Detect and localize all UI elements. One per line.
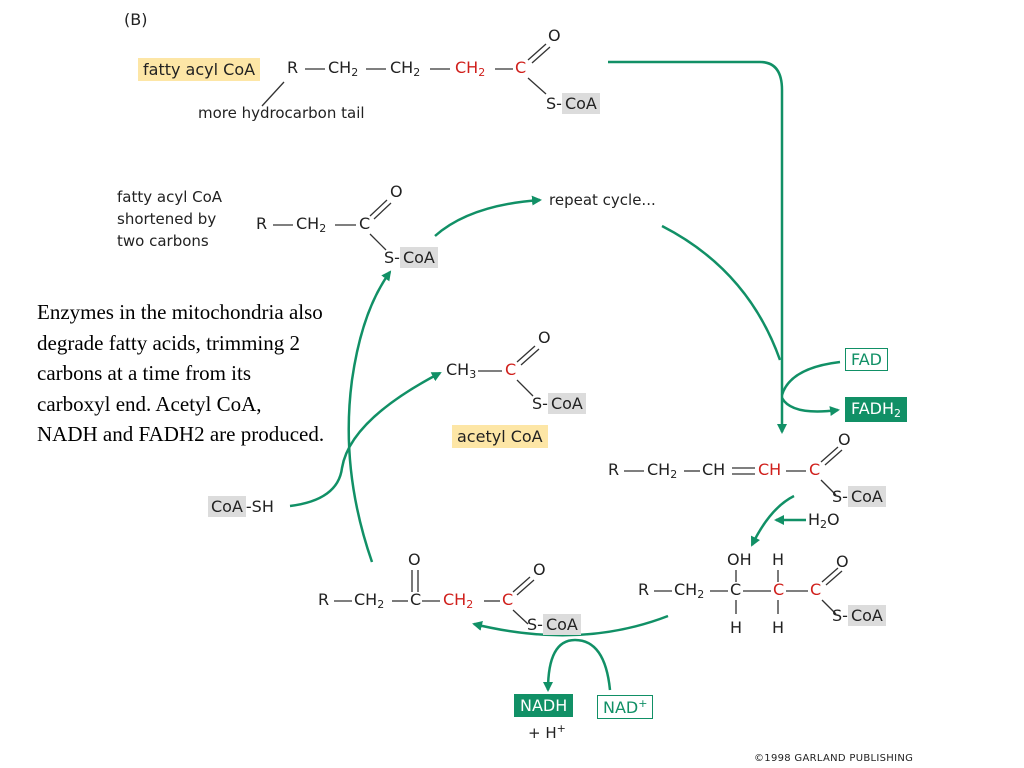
arrow-fad-in [780,360,841,396]
short-s-coa: S-CoA [384,247,438,268]
label-fad: FAD [845,348,888,371]
label-more-hydrocarbon-tail: more hydrocarbon tail [198,104,365,122]
acetyl-s-coa: S-CoA [532,393,586,414]
caption-text: Enzymes in the mitochondria also degrade… [37,300,325,446]
top-ch2-1: CH2 [328,58,359,79]
hydroxy-o: O [836,552,849,571]
hydroxy-h-bot2: H [772,618,785,637]
label-nad-plus: NAD+ [597,695,654,719]
label-nadh: NADH [514,694,574,717]
enoyl-s-coa: S-CoA [832,486,886,507]
copyright-text: ©1998 GARLAND PUBLISHING [754,753,914,764]
keto-o2: O [533,560,546,579]
acetyl-c: C [505,360,517,379]
label-h2o: H2O [808,510,840,531]
hydroxy-r: R [638,580,650,599]
enoyl-c: C [809,460,821,479]
keto-o1: O [408,550,421,569]
hydroxy-c3-red: C [810,580,822,599]
top-carbonyl-o: O [548,26,561,45]
label-shortened: fatty acyl CoA shortened by two carbons [117,188,223,250]
keto-c-red: C [502,590,514,609]
label-acetyl-coa: acetyl CoA [452,425,548,448]
hydroxy-ch2: CH2 [674,580,705,601]
top-carbonyl-c: C [515,58,527,77]
keto-r: R [318,590,330,609]
arrow-to-repeat [434,195,542,237]
label-repeat-cycle: repeat cycle... [549,191,656,209]
top-ch2-2: CH2 [390,58,421,79]
enoyl-ch-red: CH [758,460,782,479]
top-ch2-3-red: CH2 [455,58,486,79]
hydroxy-c2-red: C [773,580,785,599]
keto-ch2-red: CH2 [443,590,474,611]
short-ch2: CH2 [296,214,327,235]
keto-s-coa: S-CoA [527,614,581,635]
enoyl-ch: CH [702,460,726,479]
panel-label: (B) [124,10,148,29]
arrow-thiolysis-up [347,270,392,563]
short-c: C [359,214,371,233]
label-h-plus: + H+ [528,722,566,742]
top-s-coa: S-CoA [546,93,600,114]
arrow-nad-in [543,638,612,692]
label-fadh2: FADH2 [845,397,908,422]
keto-c: C [410,590,422,609]
label-coa-sh: CoA-SH [208,496,274,517]
arrow-coash-in [289,371,442,508]
keto-ch2-1: CH2 [354,590,385,611]
enoyl-r: R [608,460,620,479]
arrow-top-to-cycle [608,60,787,434]
label-fatty-acyl-coa: fatty acyl CoA [138,58,261,81]
hydroxy-oh: OH [727,550,752,569]
hydroxy-c1: C [730,580,742,599]
hydroxy-h-top: H [772,550,785,569]
top-molecule: R [287,58,299,77]
acetyl-ch3: CH3 [446,360,477,381]
hydroxy-h-bot1: H [730,618,743,637]
hydroxy-s-coa: S-CoA [832,605,886,626]
enoyl-ch2: CH2 [647,460,678,481]
arrow-hydration [750,494,795,547]
enoyl-o: O [838,430,851,449]
arrow-repeat-to-oxidation [661,224,782,361]
arrow-fadh2-out [780,397,840,416]
acetyl-o: O [538,328,551,347]
short-r: R [256,214,268,233]
short-o: O [390,182,403,201]
